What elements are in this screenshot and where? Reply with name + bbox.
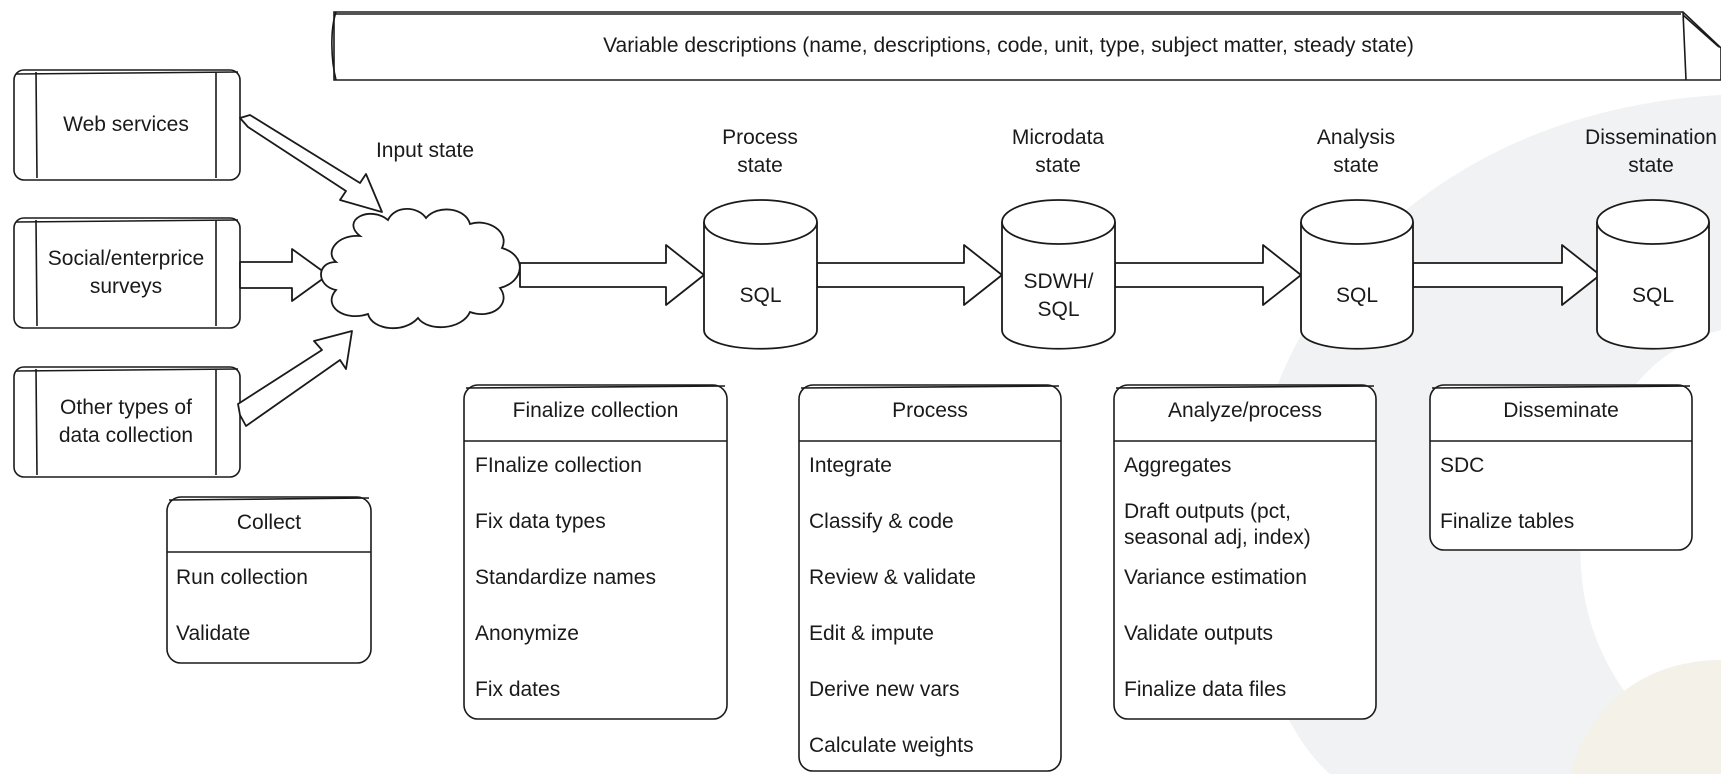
list-item: Anonymize <box>475 622 579 645</box>
list-item: Finalize data files <box>1124 678 1287 701</box>
state-label-microdata: Microdata state <box>1011 126 1105 177</box>
arrow-analysis-to-dissemination <box>1412 244 1601 306</box>
panel-process-title: Process <box>892 399 968 422</box>
list-item: Edit & impute <box>809 622 934 645</box>
list-item: Review & validate <box>809 566 976 589</box>
banner-text: Variable descriptions (name, description… <box>603 34 1414 57</box>
list-item: Fix dates <box>475 678 561 701</box>
arrow-web-to-input <box>239 114 383 213</box>
source-box-web-services <box>13 69 241 181</box>
source-label-web-services: Web services <box>63 113 189 136</box>
source-box-other <box>13 366 241 478</box>
list-item: Validate <box>176 622 251 645</box>
panel-finalize-collection: Finalize collection FInalize collection … <box>464 385 727 719</box>
database-label-process: SQL <box>739 284 782 307</box>
database-label-dissemination: SQL <box>1631 284 1675 307</box>
list-item: Validate outputs <box>1124 622 1274 645</box>
panel-collect-frame <box>166 496 372 664</box>
panel-finalize-frame <box>463 384 728 720</box>
list-item: Derive new vars <box>809 678 960 701</box>
state-label-input: Input state <box>375 139 475 162</box>
input-state-cloud <box>320 207 521 330</box>
state-label-process: Process state <box>722 126 798 177</box>
state-label-dissemination: Dissemination state <box>1585 126 1717 177</box>
database-process <box>703 199 818 350</box>
arrow-other-to-input <box>237 330 353 427</box>
database-label-microdata: SDWH/ SQL <box>1023 270 1094 321</box>
database-label-analysis: SQL <box>1335 284 1379 307</box>
database-analysis <box>1300 199 1414 350</box>
arrow-microdata-to-analysis <box>1114 244 1302 306</box>
source-box-surveys <box>13 217 241 329</box>
list-item: Aggregates <box>1124 454 1232 477</box>
panel-analyze-title: Analyze/process <box>1167 399 1323 422</box>
background-swoosh-accent <box>1570 660 1721 774</box>
arrow-surveys-to-input <box>239 248 329 302</box>
list-item: SDC <box>1440 454 1485 477</box>
arrow-process-to-microdata <box>816 244 1003 306</box>
panel-disseminate-frame <box>1429 384 1693 551</box>
list-item: Standardize names <box>475 566 656 589</box>
list-item: Run collection <box>176 566 308 589</box>
list-item: Variance estimation <box>1124 566 1307 589</box>
database-microdata <box>1001 199 1116 350</box>
panel-process-frame <box>798 384 1062 772</box>
panel-process: Process Integrate Classify & code Review… <box>799 385 1061 771</box>
source-label-surveys: Social/enterprice surveys <box>47 247 205 298</box>
state-label-analysis: Analysis state <box>1316 126 1396 177</box>
list-item: Draft outputs (pct, seasonal adj, index) <box>1124 500 1311 549</box>
banner-shape <box>331 11 1721 81</box>
list-item: Fix data types <box>475 510 606 533</box>
panel-disseminate-title: Disseminate <box>1503 399 1619 422</box>
panel-disseminate: Disseminate SDC Finalize tables <box>1430 385 1692 550</box>
list-item: FInalize collection <box>475 454 642 477</box>
panel-finalize-title: Finalize collection <box>512 399 679 422</box>
panel-collect: Collect Run collection Validate <box>167 497 371 663</box>
source-label-other: Other types of data collection <box>58 396 194 447</box>
list-item: Classify & code <box>809 510 954 533</box>
panel-collect-title: Collect <box>236 511 302 534</box>
database-dissemination <box>1596 199 1710 350</box>
list-item: Calculate weights <box>809 734 974 757</box>
list-item: Integrate <box>809 454 892 477</box>
panel-analyze-frame <box>1113 384 1377 720</box>
list-item: Finalize tables <box>1440 510 1575 533</box>
arrow-input-to-process <box>519 244 705 306</box>
panel-analyze-process: Analyze/process Aggregates Draft outputs… <box>1114 385 1376 719</box>
